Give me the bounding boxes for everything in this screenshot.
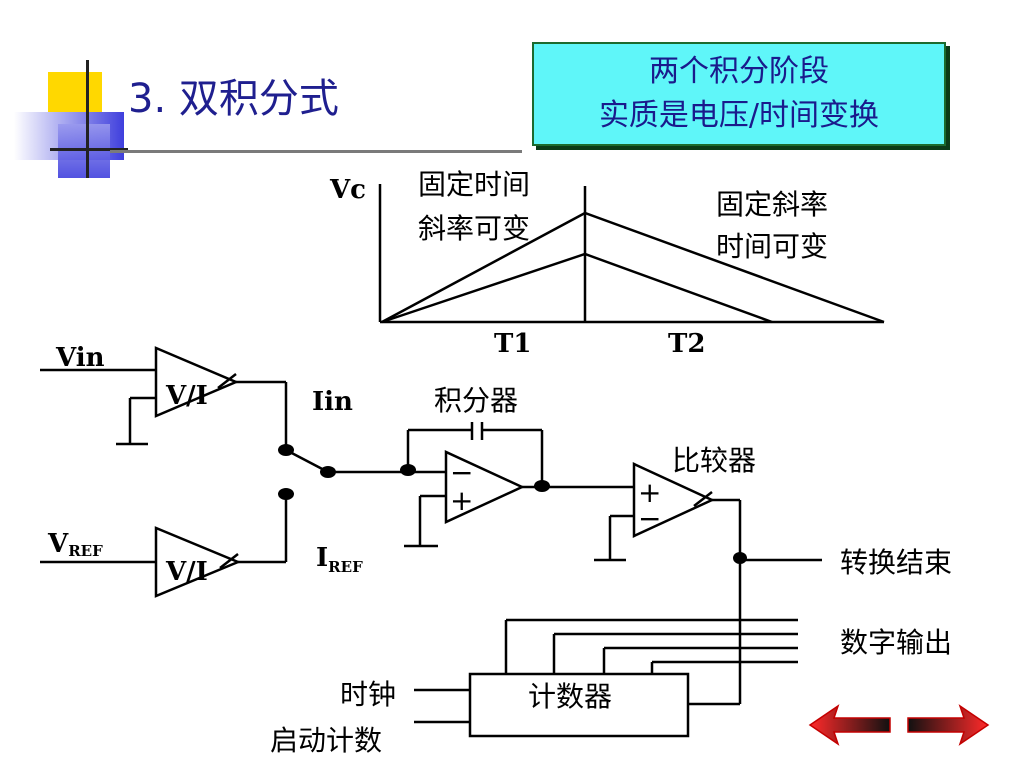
vi-label-top: V/I: [165, 381, 208, 411]
slide-title: 3. 双积分式: [128, 76, 339, 122]
nav-back-arrow[interactable]: [808, 704, 891, 746]
nav-forward-arrow[interactable]: [907, 704, 990, 746]
vi-converter-top: [154, 346, 240, 418]
waveform-high: [381, 211, 885, 324]
comparator-opamp: [632, 462, 715, 538]
comparator-label: 比较器: [672, 444, 756, 477]
waveform-graph: [378, 184, 885, 324]
integrator-opamp: [444, 450, 525, 524]
t1-label: T1: [494, 329, 531, 359]
counter-label: 计数器: [528, 680, 612, 713]
vin-label: Vin: [55, 343, 105, 373]
digital-output-label: 数字输出: [840, 626, 952, 659]
t2-label: T2: [668, 329, 705, 359]
double-arrow-nav-icon[interactable]: [806, 702, 992, 748]
callout-line-1: 两个积分阶段: [649, 54, 829, 89]
phase1-label-line2: 斜率可变: [418, 212, 530, 245]
vi-converter-bottom: [154, 526, 242, 598]
comparator-minus: −: [638, 502, 661, 535]
integrator-minus: −: [450, 456, 473, 489]
integrator-plus: +: [450, 484, 473, 517]
integrator-label: 积分器: [434, 384, 518, 417]
iref-label: IREF: [316, 543, 363, 576]
vi-label-bottom: V/I: [165, 557, 208, 587]
end-of-conversion-label: 转换结束: [840, 546, 952, 579]
iin-label: Iin: [312, 387, 353, 417]
title-underline: [110, 150, 522, 153]
callout-box: 两个积分阶段 实质是电压/时间变换: [532, 42, 946, 146]
graph-y-label: Vc: [329, 175, 366, 205]
comparator-plus: +: [638, 476, 661, 509]
phase2-label-line1: 固定斜率: [716, 188, 828, 221]
clock-label: 时钟: [340, 678, 396, 711]
phase1-label-line1: 固定时间: [418, 168, 530, 201]
callout-line-2: 实质是电压/时间变换: [598, 98, 880, 133]
phase2-label-line2: 时间可变: [716, 230, 828, 263]
vref-label: VREF: [47, 529, 103, 560]
switch-arm: [285, 448, 329, 474]
junction-dots: [278, 444, 747, 564]
counter-box: [468, 672, 690, 738]
title-decoration: [0, 60, 140, 180]
waveform-low: [381, 252, 773, 324]
start-count-label: 启动计数: [270, 724, 382, 757]
